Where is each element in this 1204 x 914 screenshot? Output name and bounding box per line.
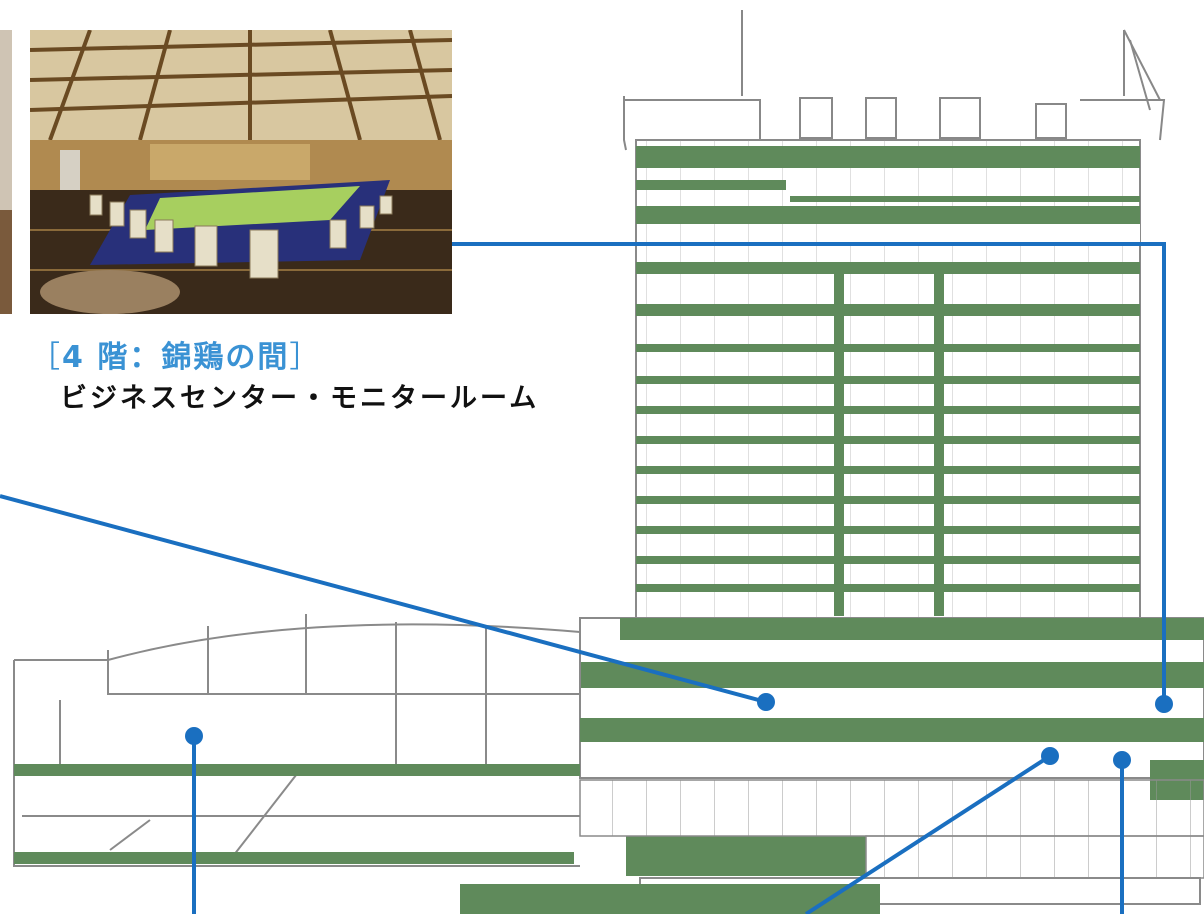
banquet-wing-floor: [14, 764, 580, 864]
tower-block: [635, 139, 1141, 621]
podium-block: [460, 617, 1204, 914]
caption-title: ［4 階：錦鶏の間］: [30, 332, 322, 375]
marker-dot-4f: [1155, 695, 1173, 713]
marker-dot-lower-1: [1041, 747, 1059, 765]
banquet-wing: [13, 614, 581, 867]
caption-title-text: 4 階：錦鶏の間: [62, 340, 290, 375]
roof-structures: [623, 10, 1166, 151]
caption-bracket-open: ［: [30, 340, 62, 375]
leader-lines: [0, 242, 1166, 914]
caption-subtitle: ビジネスセンター・モニタールーム: [60, 383, 540, 414]
caption-bracket-close: ］: [289, 340, 322, 375]
banquet-hall-photo: [30, 30, 452, 314]
marker-dot-lower-2: [1113, 751, 1131, 769]
marker-dot-banquet: [185, 727, 203, 745]
marker-dot-podium: [757, 693, 775, 711]
partial-photo: [0, 30, 12, 314]
leader-dots: [185, 693, 1173, 769]
